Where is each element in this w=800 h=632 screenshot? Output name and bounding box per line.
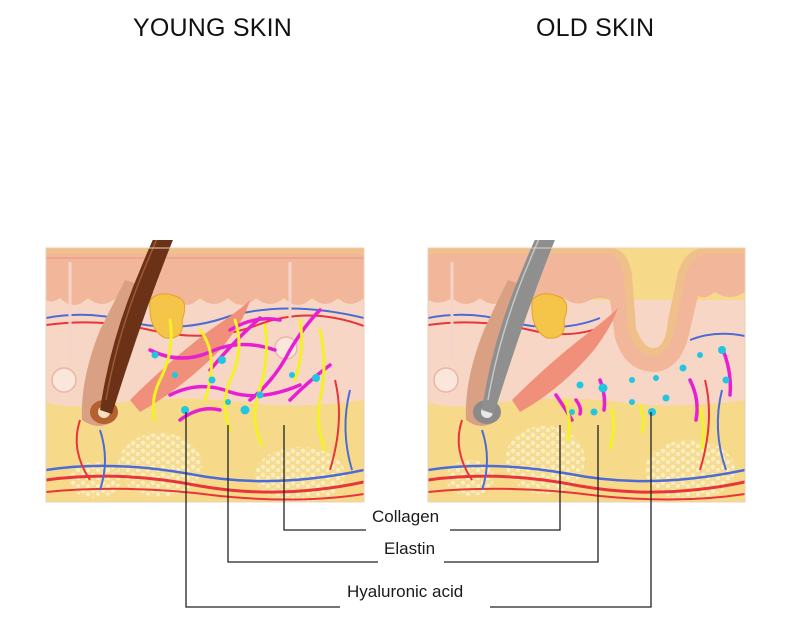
collagen-label: Collagen [372, 507, 439, 527]
old-skin-cross-section [428, 104, 745, 502]
hyaluronic-acid-label: Hyaluronic acid [347, 582, 463, 602]
young-epidermis [46, 248, 364, 305]
elastin-label: Elastin [384, 539, 435, 559]
young-stratum-corneum [46, 248, 364, 254]
young-skin-cross-section [46, 104, 364, 503]
